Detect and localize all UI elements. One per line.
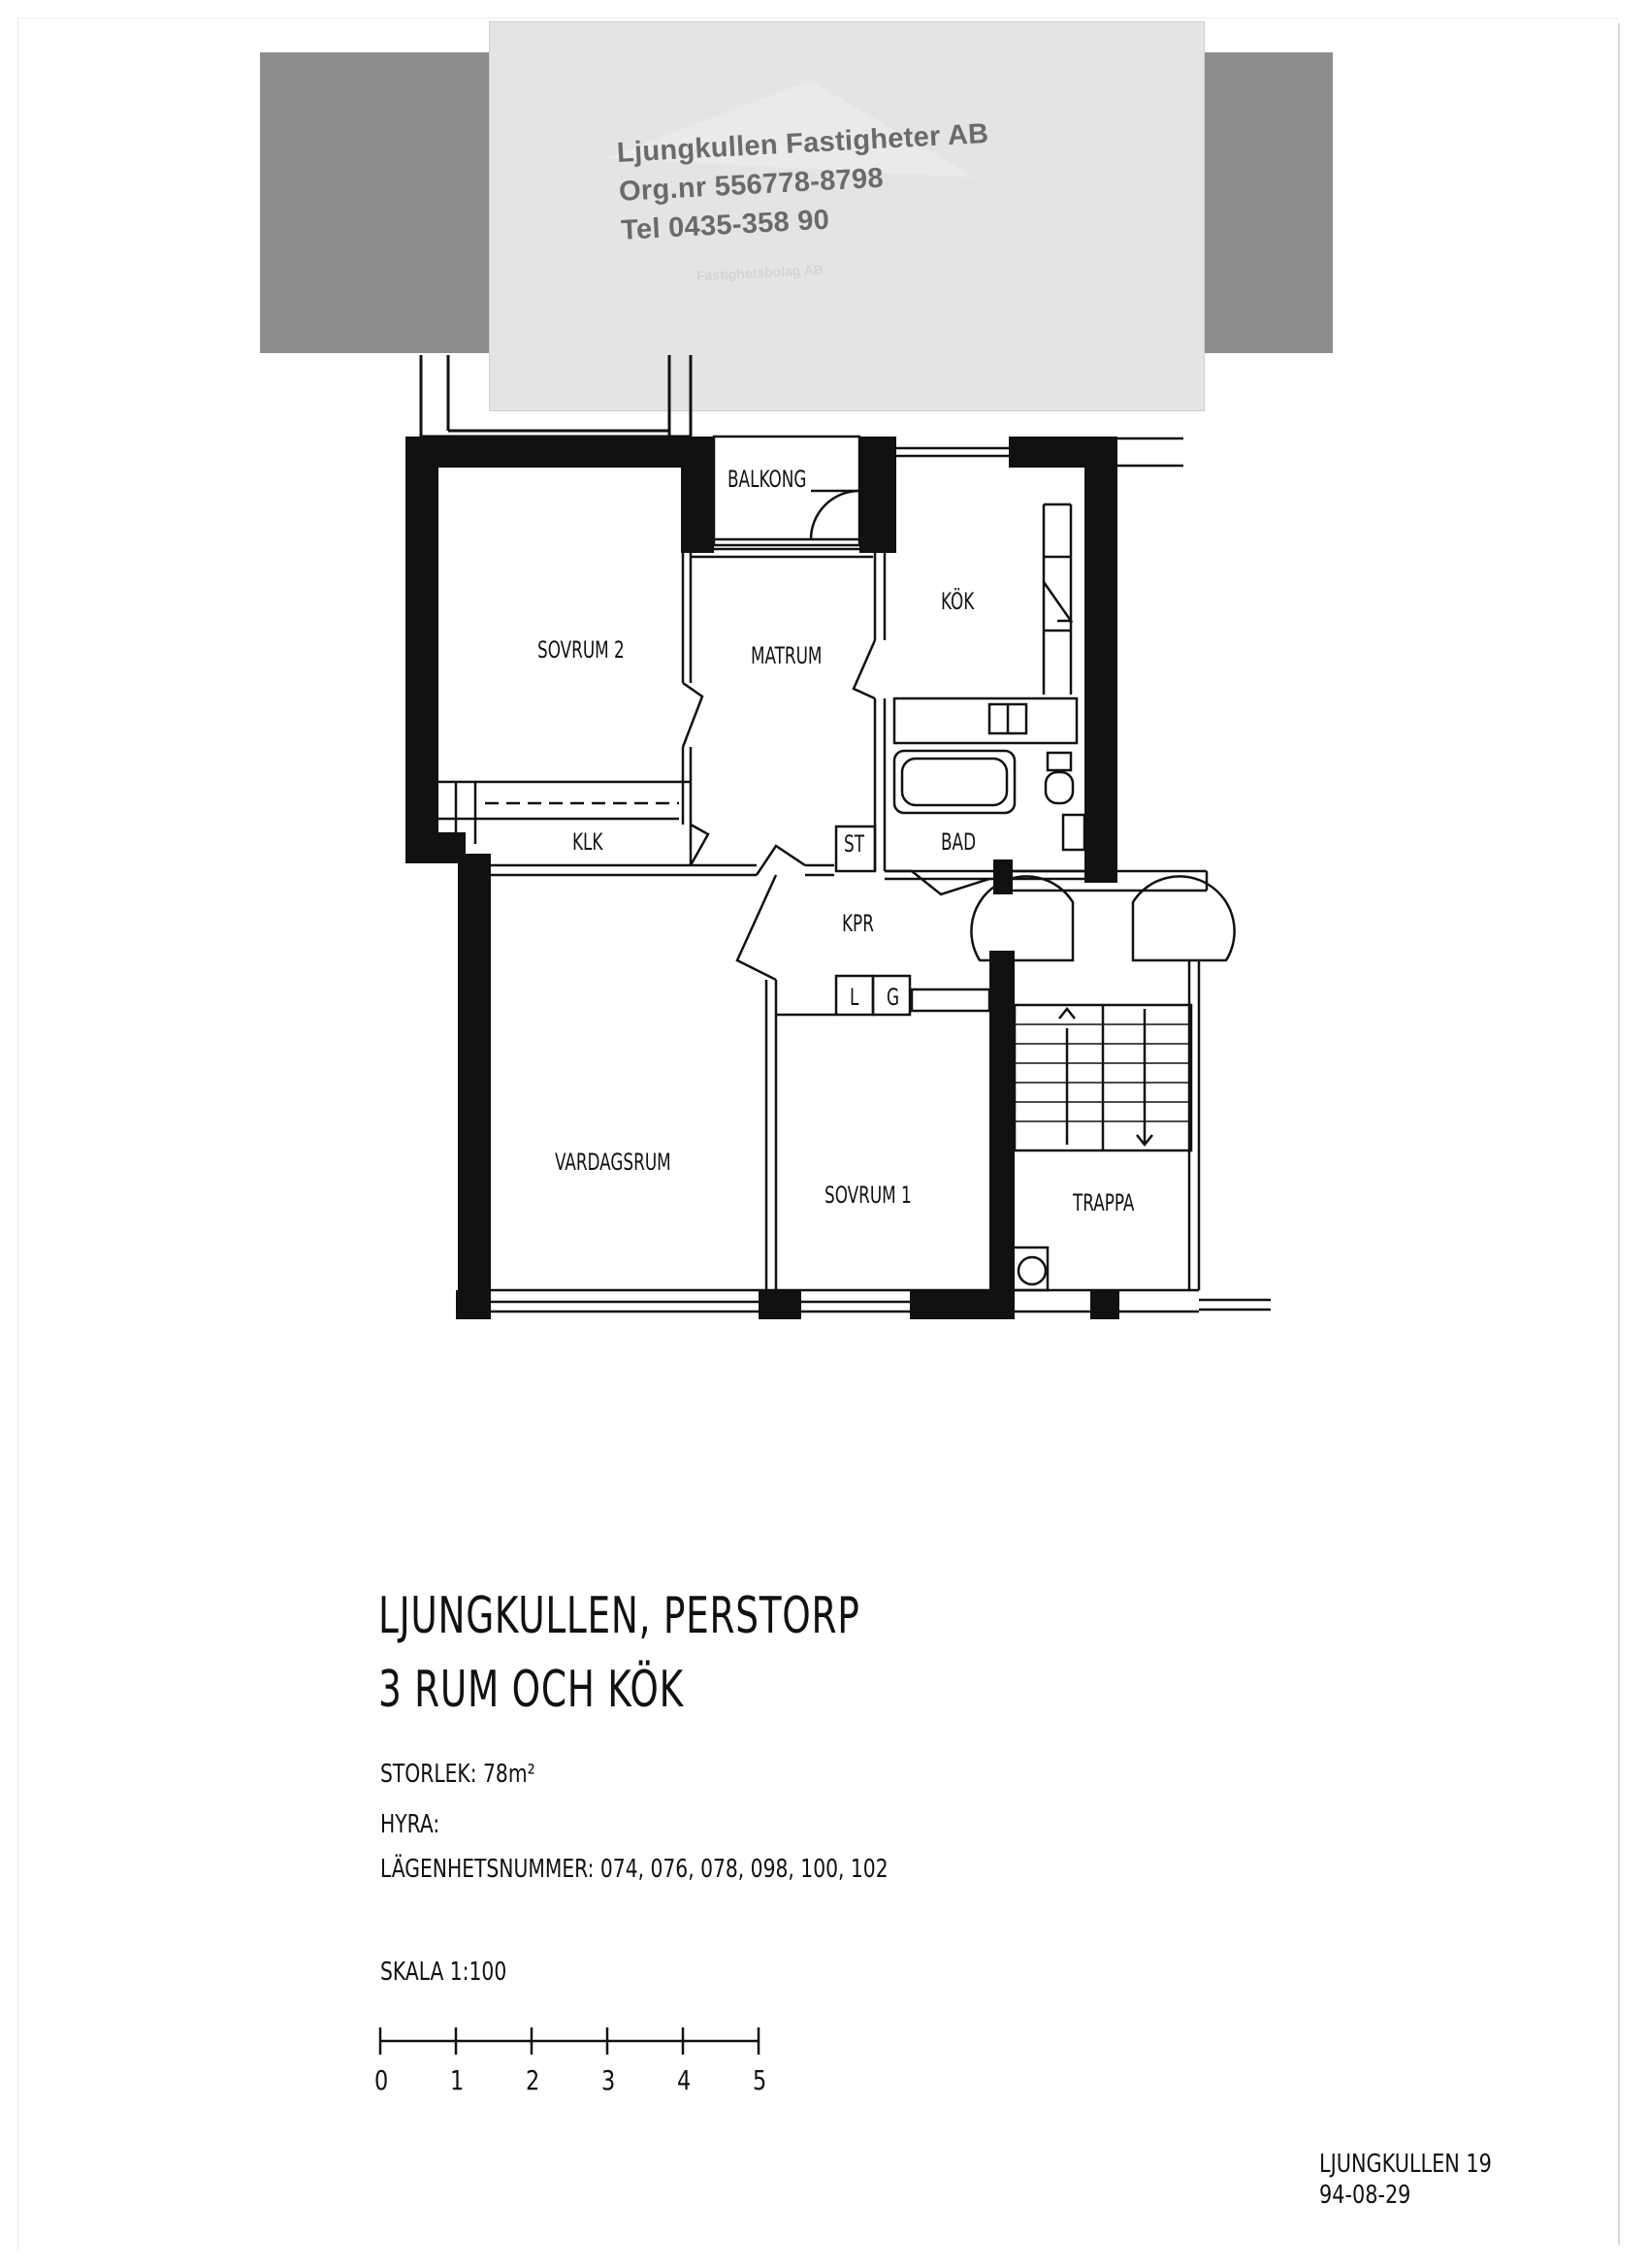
room-label-st: ST	[844, 830, 864, 858]
reference-date: 94-08-29	[1319, 2181, 1411, 2210]
hyra-label: HYRA:	[380, 1810, 440, 1839]
lagenhet-label: LÄGENHETSNUMMER:	[380, 1855, 595, 1884]
skala-value: 1:100	[449, 1958, 507, 1987]
lagenhet-values: 074, 076, 078, 098, 100, 102	[599, 1855, 889, 1884]
scale-tick-label: 0	[374, 2064, 389, 2096]
skala-label: SKALA	[380, 1958, 444, 1987]
room-label-l: L	[850, 984, 859, 1011]
storlek-label: STORLEK:	[380, 1760, 477, 1789]
title-line-1: LJUNGKULLEN, PERSTORP	[378, 1587, 860, 1645]
scan-edge	[1618, 23, 1620, 2245]
room-label-sovrum1: SOVRUM 1	[824, 1182, 912, 1209]
storlek-unit: m²	[507, 1760, 535, 1789]
scale-bar	[378, 2027, 760, 2055]
floor-plan: BALKONG SOVRUM 2 MATRUM KÖK KLK ST BAD K…	[405, 355, 1271, 1319]
title-line-2: 3 RUM OCH KÖK	[378, 1661, 684, 1719]
room-label-trappa: TRAPPA	[1073, 1189, 1135, 1216]
scale-tick-label: 5	[753, 2064, 767, 2096]
floor-plan-drawing	[405, 355, 1271, 1319]
storlek-row: STORLEK: 78m²	[380, 1760, 535, 1789]
room-label-sovrum2: SOVRUM 2	[537, 636, 625, 664]
scale-tick-label: 1	[450, 2064, 465, 2096]
room-label-bad: BAD	[941, 828, 977, 856]
room-label-vardagsrum: VARDAGSRUM	[555, 1149, 671, 1176]
stamp-paper	[489, 21, 1205, 411]
page-border	[17, 17, 1619, 2250]
lagenhet-row: LÄGENHETSNUMMER: 074, 076, 078, 098, 100…	[380, 1855, 889, 1884]
reference-name: LJUNGKULLEN 19	[1319, 2150, 1492, 2179]
room-label-kok: KÖK	[941, 588, 975, 615]
scale-tick-label: 3	[601, 2064, 616, 2096]
storlek-value: 78	[483, 1760, 508, 1789]
skala-row: SKALA 1:100	[380, 1958, 506, 1987]
room-label-matrum: MATRUM	[751, 642, 823, 669]
paper-fold	[606, 81, 975, 178]
scale-tick-label: 4	[677, 2064, 692, 2096]
room-label-klk: KLK	[572, 828, 603, 856]
room-label-balkong: BALKONG	[728, 466, 807, 493]
room-label-g: G	[887, 984, 900, 1011]
scale-tick-label: 2	[526, 2064, 540, 2096]
room-label-kpr: KPR	[842, 910, 874, 937]
